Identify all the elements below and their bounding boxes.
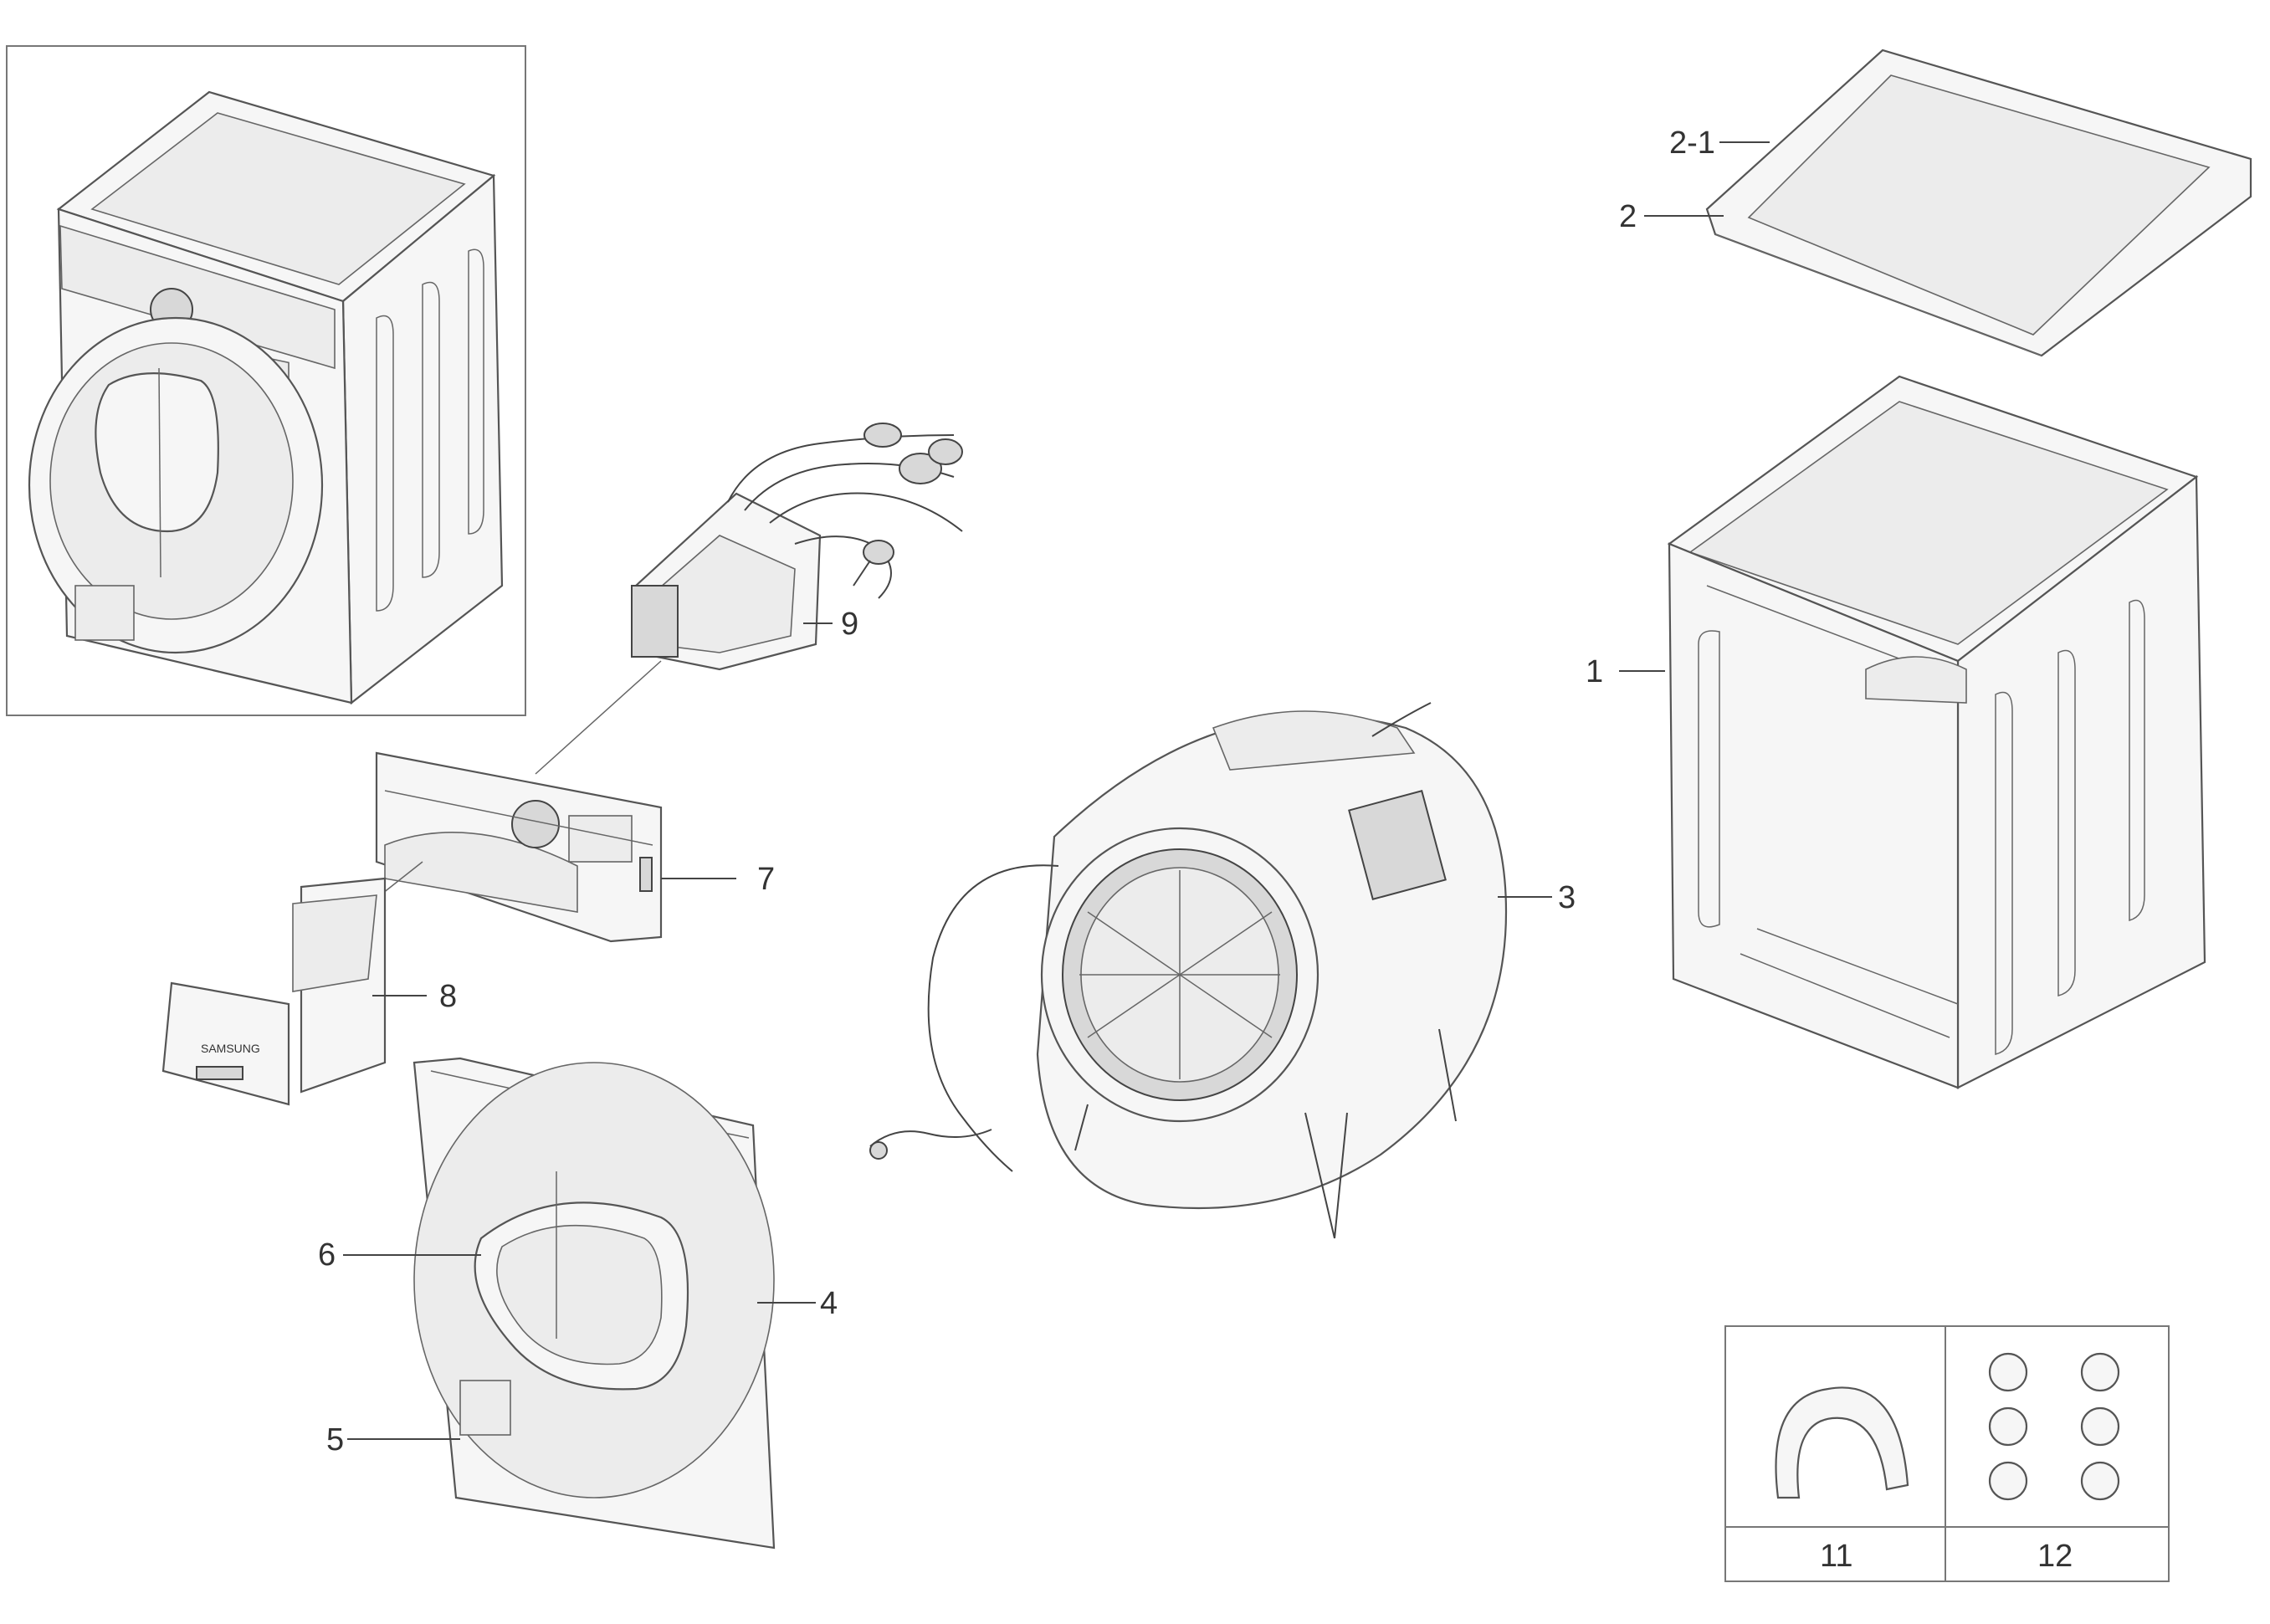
callout-6: 6 (318, 1237, 336, 1273)
part-3-tub-assembly (869, 702, 1508, 1239)
callout-5: 5 (326, 1422, 344, 1458)
callout-9: 9 (841, 607, 858, 642)
part-7-control-panel (375, 751, 663, 943)
dispenser-brand-text: SAMSUNG (201, 1042, 260, 1055)
caps-icon (1988, 1352, 2120, 1501)
callout-12: 12 (2037, 1539, 2073, 1574)
part-1-cabinet-frame (1667, 375, 2206, 1089)
part-4-front-panel (412, 1057, 776, 1550)
part-8-detergent-drawer: SAMSUNG (161, 877, 387, 1106)
callout-4: 4 (820, 1286, 838, 1321)
callout-2: 2 (1619, 199, 1637, 234)
callout-1: 1 (1586, 654, 1603, 689)
callout-7: 7 (757, 862, 775, 897)
callout-11: 11 (1820, 1539, 1852, 1574)
callout-2-1: 2-1 (1669, 126, 1715, 161)
part-2-top-cover (1705, 49, 2252, 357)
assembled-washer-overview (6, 45, 526, 716)
accessory-table: 11 12 (1724, 1325, 2170, 1582)
callout-8: 8 (439, 979, 457, 1014)
callout-3: 3 (1558, 880, 1576, 915)
hose-guide-icon (1775, 1386, 1909, 1499)
part-9-water-valve-assembly (631, 423, 963, 671)
